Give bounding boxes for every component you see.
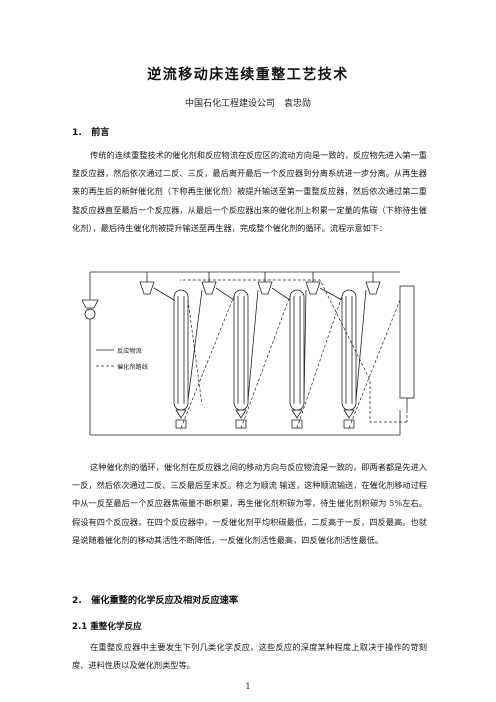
legend-reactant-label: 反应物流	[117, 347, 142, 355]
page-number: 1	[245, 682, 251, 691]
reactor-3	[289, 289, 305, 429]
catalyst-route-lines	[180, 279, 408, 429]
regenerator	[399, 285, 415, 410]
section-heading-reactions: 2. 催化重整的化学反应及相对反应速率	[72, 595, 239, 606]
reactor-4	[341, 289, 357, 429]
section-heading-introduction: 1. 前言	[72, 127, 110, 138]
reactor-1	[173, 289, 189, 429]
author-line: 中国石化工程建设公司 袁忠勋	[184, 99, 311, 109]
document-title: 逆流移动床连续重整工艺技术	[147, 67, 349, 83]
hopper-2	[201, 272, 217, 295]
reforming-reactions-paragraph: 在重整反应器中主要发生下列几类化学反应，这些反应的深度某种程度上取决于操作的苛刻…	[72, 642, 427, 671]
reactor-2	[233, 289, 249, 429]
hopper-1	[139, 272, 155, 295]
hopper-4	[305, 272, 321, 295]
reactant-flow-lines	[90, 287, 401, 436]
introduction-paragraph-2: 这种催化剂的循环，催化剂在反应器之间的移动方向与反应物流是一致的，即两者都是先进…	[72, 462, 427, 545]
legend-catalyst-label: 催化剂路线	[117, 363, 148, 371]
hopper-3	[257, 272, 273, 295]
hopper-5	[365, 272, 381, 295]
introduction-paragraph-1: 传统的连续重整技术的催化剂和反应物流在反应区的流动方向是一致的，反应物先进入第一…	[72, 150, 427, 233]
process-flow-diagram: 反应物流 催化剂路线	[81, 271, 415, 436]
subsection-heading-reforming-reactions: 2.1 重整化学反应	[72, 622, 142, 632]
figure-legend: 反应物流 催化剂路线	[96, 347, 148, 371]
